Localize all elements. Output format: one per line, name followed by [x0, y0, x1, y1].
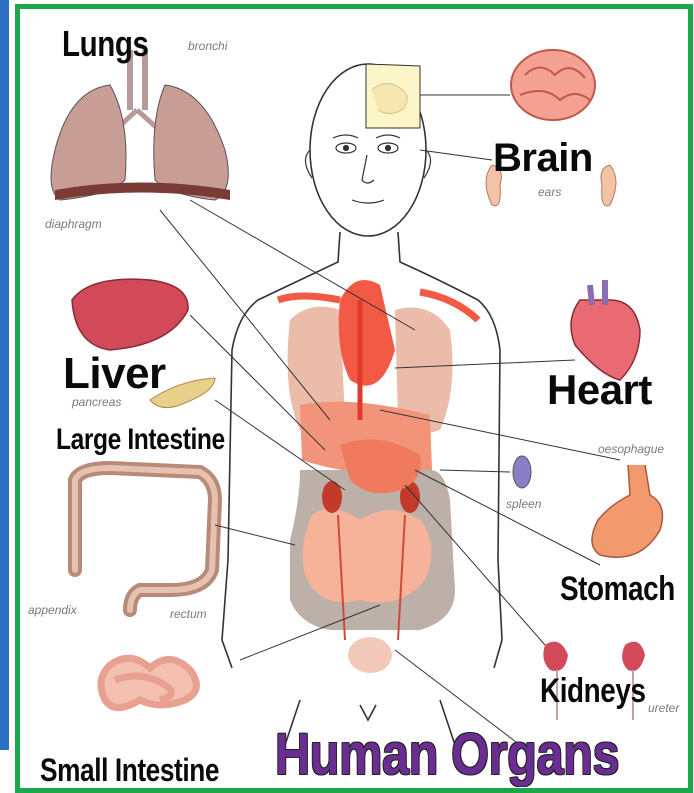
sublabel-bronchi: bronchi [188, 40, 227, 52]
diagram-title: Human Organs [275, 726, 619, 784]
spleen-illustration [513, 456, 531, 488]
sublabel-diaphragm: diaphragm [45, 218, 102, 230]
lungs-illustration [51, 50, 230, 200]
sublabel-spleen: spleen [506, 498, 541, 510]
label-kidneys: Kidneys [540, 674, 646, 708]
label-liver: Liver [63, 352, 166, 396]
heart-illustration [571, 280, 640, 380]
small-intestine-illustration [101, 658, 196, 707]
label-brain: Brain [493, 138, 593, 178]
label-heart: Heart [547, 369, 652, 411]
stomach-illustration [592, 465, 662, 557]
torso-organs [278, 280, 478, 673]
sublabel-ureter: ureter [648, 702, 679, 714]
label-large-intestine: Large Intestine [56, 425, 225, 455]
sublabel-oesophagus: oesophague [598, 443, 664, 455]
label-lungs: Lungs [62, 26, 148, 62]
sublabel-ears: ears [538, 186, 561, 198]
brain-illustration [511, 50, 595, 120]
sublabel-appendix: appendix [28, 604, 77, 616]
sublabel-pancreas: pancreas [72, 396, 121, 408]
label-stomach: Stomach [560, 572, 675, 606]
label-small-intestine: Small Intestine [40, 754, 219, 786]
liver-illustration [72, 279, 188, 350]
large-intestine-inner [75, 468, 215, 610]
sublabel-rectum: rectum [170, 608, 207, 620]
